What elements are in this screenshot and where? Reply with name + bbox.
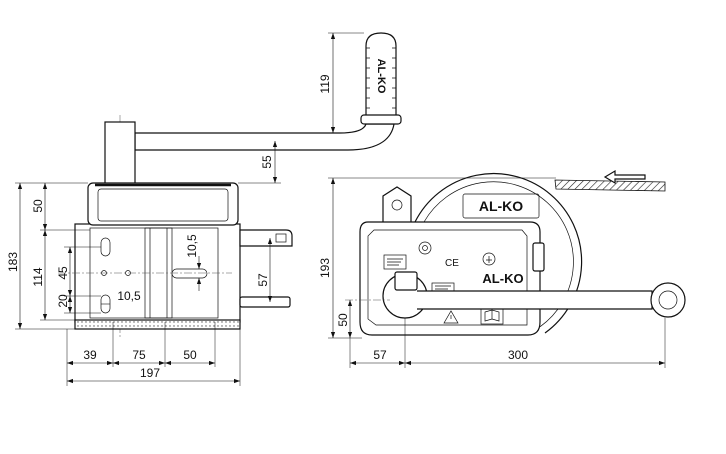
dimension-label: 55 [260,155,274,169]
dimension-label: 10,5 [185,234,199,258]
serial-label-lines [387,258,403,266]
dimension-label: 50 [336,313,350,327]
manual-book-icon [484,309,500,322]
cover-panel [97,188,229,222]
handle-logo: AL-KO [375,59,387,94]
dimension-label: 39 [83,348,97,362]
housing-panel [367,229,528,326]
base-plate [74,319,241,330]
dimension-label: 300 [508,348,528,362]
drum-logo-plate: AL-KO [462,193,540,219]
pull-direction-arrow-icon [603,169,646,185]
strap-band [554,179,666,192]
lower-bracket-tab [239,296,291,308]
dimension-label: 45 [56,266,70,280]
grip-collar [360,114,402,125]
lock-sticker-symbol [486,256,492,263]
dimension-label: 193 [318,258,332,278]
drum-logo-frame [462,193,540,219]
drive-shaft [104,121,136,186]
handle-grip [365,32,397,119]
side-view: AL-KO CE AL-KO [318,169,686,368]
dimension-label: 50 [183,348,197,362]
dimension-label: 57 [373,348,387,362]
dimension-label: 75 [132,348,146,362]
winch-strap [554,169,666,192]
housing-logo: AL-KO [482,271,523,286]
bolt-center [422,245,428,251]
housing: CE AL-KO [359,221,545,336]
dimension-label: 114 [31,267,45,286]
winch-body [74,182,293,330]
guide-hole [391,199,403,211]
housing-side-lug [532,242,545,272]
dimension-label: 57 [256,273,270,287]
tab-notch [275,233,287,243]
side-crank-handle [417,282,686,318]
top-cover [87,182,239,226]
dimension-label: 10,5 [117,289,141,303]
horizontal-slot [171,268,208,279]
hub-coupling [394,271,418,291]
strap-guide [382,186,412,224]
upper-vertical-slot [100,237,111,257]
front-view: AL-KO 119 [6,32,402,386]
handle-eye-inner [658,290,678,310]
crank-arm [134,123,395,151]
ce-mark: CE [445,258,459,269]
info-label-lines [435,285,451,290]
side-dimensions: 193 50 57 300 [318,177,666,368]
front-dimensions: 119 55 50 183 114 45 20 [6,32,364,386]
crank-arm-side [417,290,653,310]
dimension-label: 20 [56,294,70,308]
drum-logo: AL-KO [479,198,523,214]
dimension-label: 50 [31,199,45,213]
dimension-label: 183 [6,252,20,272]
dimension-label: 119 [318,74,332,93]
upper-bracket-tab [239,229,293,247]
grip-ribs [366,47,396,109]
dimension-label: 197 [140,366,160,380]
bolt [418,241,432,255]
crank-handle: AL-KO [134,32,402,151]
